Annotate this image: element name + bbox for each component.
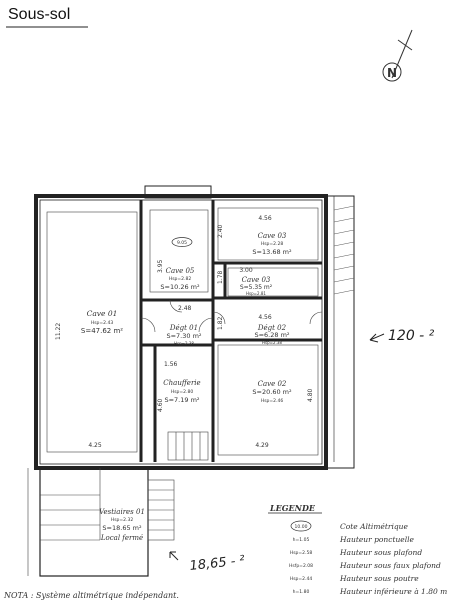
nota-text: NOTA : Système altimétrique indépendant. [3, 591, 179, 600]
svg-text:S=10.26 m²: S=10.26 m² [160, 283, 200, 291]
svg-text:Hsp=2.28: Hsp=2.28 [261, 241, 284, 247]
room-cave02: Cave 02 S=20.60 m² Hsp=2.46 [252, 380, 292, 404]
legend-symbol: Hsp=2.44 [290, 576, 313, 582]
legend-item: Hsp=2.58 Hauteur sous plafond [290, 548, 423, 557]
svg-text:Dégt 01: Dégt 01 [169, 324, 198, 332]
hand-annotation-bottom: 18,65 - ² [169, 551, 246, 574]
svg-text:Cave 02: Cave 02 [258, 380, 287, 388]
room-cave05: Cave 05 Hsp=2.82 S=10.26 m² [160, 267, 200, 291]
svg-text:Hsp=2.80: Hsp=2.80 [171, 389, 194, 395]
room-cave01: Cave 01 Hsp=2.43 S=47.62 m² [81, 309, 123, 335]
legend-item: h=1.80 Hauteur inférieure à 1.80 m [293, 587, 448, 596]
svg-text:Hsp=2.46: Hsp=2.46 [261, 398, 284, 404]
svg-text:S=20.60 m²: S=20.60 m² [252, 388, 292, 396]
svg-text:3.00: 3.00 [239, 267, 253, 274]
legend-text: Hauteur sous plafond [339, 548, 422, 557]
svg-text:Hsp=2.32: Hsp=2.32 [111, 517, 134, 523]
legend-text: Hauteur ponctuelle [339, 535, 415, 544]
legend-item: Hsfp=2.08 Hauteur sous faux plafond [289, 561, 441, 570]
svg-text:Cave 05: Cave 05 [166, 267, 195, 275]
legend-item: Hsp=2.44 Hauteur sous poutre [290, 574, 419, 583]
outer-walls [34, 185, 355, 577]
north-label: N [387, 66, 397, 80]
svg-text:120 - ²: 120 - ² [388, 328, 435, 344]
legend-symbol: 10.00 [295, 524, 308, 530]
room-vestiaires: Vestiaires 01 Hsp=2.32 S=18.65 m² Local … [99, 508, 145, 542]
room-chaufferie: Chaufferie Hsp=2.80 S=7.19 m² [163, 379, 200, 404]
altimetric-symbol [290, 520, 312, 532]
svg-text:Cave 01: Cave 01 [87, 309, 118, 318]
interior-walls [139, 200, 322, 462]
svg-text:S=7.30 m²: S=7.30 m² [166, 332, 201, 340]
svg-text:2.48: 2.48 [178, 305, 192, 312]
legend-text: Hauteur sous poutre [339, 574, 419, 583]
svg-text:Hsp=2.81: Hsp=2.81 [246, 291, 266, 296]
svg-text:18,65 - ²: 18,65 - ² [189, 553, 246, 574]
svg-text:1.78: 1.78 [217, 270, 224, 284]
hand-annotation-right: 120 - ² [369, 328, 435, 344]
svg-text:4.56: 4.56 [258, 314, 272, 321]
svg-text:Cave 03: Cave 03 [242, 276, 271, 284]
svg-text:Hsp=2.43: Hsp=2.43 [91, 320, 114, 326]
svg-text:4.80: 4.80 [307, 388, 314, 402]
svg-text:9.05: 9.05 [177, 240, 187, 246]
room-cave03-small: Cave 03 S=5.35 m² Hsp=2.81 [240, 276, 273, 296]
legend-title: LEGENDE [269, 503, 316, 513]
svg-text:S=5.35 m²: S=5.35 m² [240, 284, 273, 291]
legend-symbol: h=1.05 [293, 537, 310, 543]
svg-text:1.56: 1.56 [164, 361, 178, 368]
room-dgt02: Dégt 02 S=6.28 m² Hsp=2.38 [254, 324, 289, 345]
ramp-hatching [333, 205, 355, 295]
room-dgt01: Dégt 01 S=7.30 m² Hsp=2.38 [166, 324, 201, 346]
svg-text:S=13.68 m²: S=13.68 m² [252, 248, 292, 256]
north-arrow-icon: N [382, 29, 413, 82]
svg-text:S=47.62 m²: S=47.62 m² [81, 327, 123, 335]
legend-symbol: Hsfp=2.08 [289, 563, 313, 569]
legend-text: Hauteur inférieure à 1.80 m [339, 587, 447, 596]
svg-text:Hsp=2.38: Hsp=2.38 [174, 341, 194, 346]
legend-text: Hauteur sous faux plafond [339, 561, 441, 570]
legend-item: 10.00 Cote Altimétrique [290, 520, 408, 532]
svg-text:Vestiaires 01: Vestiaires 01 [99, 508, 145, 516]
annex-details [27, 468, 175, 576]
svg-text:Cave 03: Cave 03 [258, 232, 287, 240]
legend-symbol: Hsp=2.58 [290, 550, 313, 556]
svg-text:Chaufferie: Chaufferie [163, 379, 200, 387]
legend-item: h=1.05 Hauteur ponctuelle [293, 535, 415, 544]
svg-text:11.22: 11.22 [55, 323, 62, 340]
door-swings [140, 299, 323, 333]
dimension-labels: 4.56 2.40 3.00 1.78 3.95 2.48 11.22 1.82… [55, 215, 314, 449]
altimetric-marker-upper: 9.05 [171, 237, 193, 247]
svg-text:3.95: 3.95 [157, 259, 164, 273]
legend-text: Cote Altimétrique [340, 522, 408, 531]
svg-text:2.40: 2.40 [217, 224, 224, 238]
svg-text:Hsp=2.82: Hsp=2.82 [169, 276, 192, 282]
room-outlines [46, 207, 319, 456]
svg-text:1.82: 1.82 [217, 316, 224, 330]
svg-text:S=18.65 m²: S=18.65 m² [102, 524, 142, 532]
svg-text:4.29: 4.29 [255, 442, 269, 449]
svg-text:S=6.28 m²: S=6.28 m² [254, 331, 289, 339]
inner-stair [167, 431, 209, 461]
legend-symbol: h=1.80 [293, 589, 310, 595]
room-cave03: Cave 03 Hsp=2.28 S=13.68 m² [252, 232, 292, 256]
svg-text:Hsp=2.38: Hsp=2.38 [262, 340, 282, 345]
svg-text:Dégt 02: Dégt 02 [257, 324, 287, 332]
svg-text:4.25: 4.25 [88, 442, 102, 449]
svg-text:4.56: 4.56 [258, 215, 272, 222]
svg-text:4.60: 4.60 [157, 398, 164, 412]
page-title: Sous-sol [8, 6, 71, 23]
room-local: Local fermé [100, 534, 143, 542]
svg-text:S=7.19 m²: S=7.19 m² [164, 396, 199, 404]
